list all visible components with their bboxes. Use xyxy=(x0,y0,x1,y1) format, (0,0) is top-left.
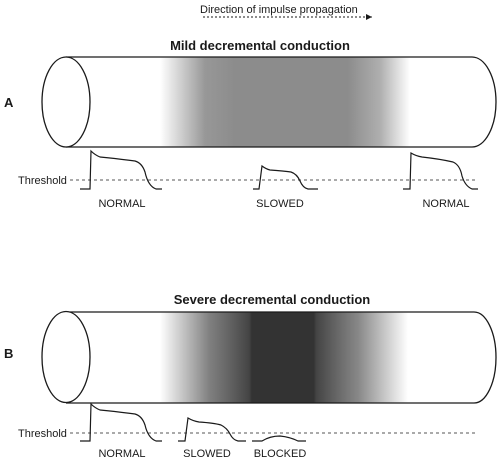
fiber-cross-section-b xyxy=(41,310,91,404)
severe-shaded-zone xyxy=(160,312,408,403)
direction-label: Direction of impulse propagation xyxy=(200,4,358,16)
panel-b-title: Severe decremental conduction xyxy=(174,292,371,307)
potential-label-a3: NORMAL xyxy=(422,198,469,210)
potential-label-b3: BLOCKED xyxy=(254,448,307,458)
panel-a-letter: A xyxy=(4,95,14,110)
potential-label-a2: SLOWED xyxy=(256,198,304,210)
panel-a-title: Mild decremental conduction xyxy=(170,38,350,53)
panel-b: B Severe decremental conduction Threshol… xyxy=(4,292,497,458)
fiber-cross-section-a xyxy=(41,56,91,148)
action-potential-normal-b xyxy=(80,402,162,442)
fiber-cylinder-b xyxy=(41,310,497,404)
panel-b-letter: B xyxy=(4,346,13,361)
fiber-cylinder-a xyxy=(41,56,497,148)
threshold-label-b: Threshold xyxy=(18,428,67,440)
potential-label-b2: SLOWED xyxy=(183,448,231,458)
action-potential-slowed-a xyxy=(253,164,318,190)
action-potential-slowed-b xyxy=(178,417,246,442)
potential-label-b1: NORMAL xyxy=(98,448,145,458)
threshold-label-a: Threshold xyxy=(18,175,67,187)
action-potential-blocked-b xyxy=(252,435,306,442)
panel-a: A Mild decremental conduction Threshold … xyxy=(4,38,497,210)
potential-label-a1: NORMAL xyxy=(98,198,145,210)
action-potential-normal-a2 xyxy=(403,151,478,190)
action-potential-normal-a1 xyxy=(80,149,162,190)
mild-shaded-zone xyxy=(160,57,410,147)
